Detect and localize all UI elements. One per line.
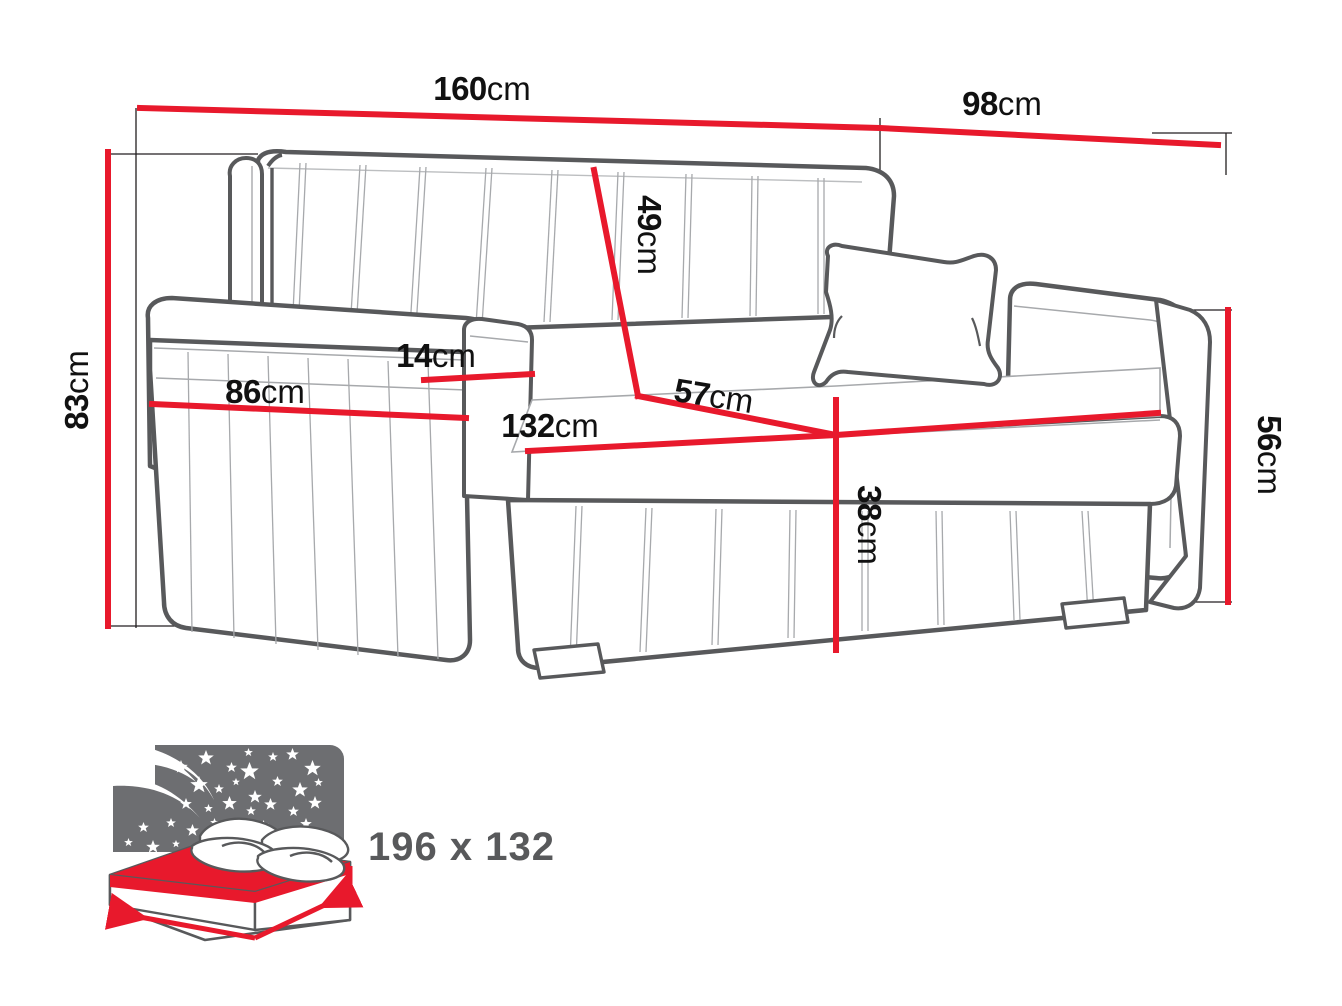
label-132cm: 132cm (501, 407, 599, 444)
label-86cm-value: 86 (225, 373, 261, 410)
mattress-dimension-arrows (104, 866, 364, 941)
label-160cm-value: 160 (433, 70, 487, 107)
label-14cm-value: 14 (396, 337, 433, 374)
label-49cm: 49cm (631, 195, 668, 275)
sleeping-area-icon: 196 x 132 (104, 745, 555, 942)
armrest-left-cap-seam (469, 335, 529, 343)
backrest-top-seam (267, 167, 863, 183)
label-56cm-value: 56 (1251, 415, 1288, 451)
label-132cm-value: 132 (501, 407, 555, 444)
label-49cm-value: 49 (631, 195, 668, 231)
label-160cm-unit: cm (487, 70, 531, 107)
label-49cm-unit: cm (631, 231, 668, 275)
label-38cm: 38cm (851, 485, 888, 565)
backrest-left-flap (227, 156, 264, 314)
pillow-fold-right (971, 317, 982, 347)
label-83cm-unit: cm (58, 350, 95, 394)
label-98cm: 98cm (962, 85, 1042, 122)
label-56cm: 56cm (1251, 415, 1288, 495)
label-98cm-value: 98 (962, 85, 998, 122)
sofa-illustration (145, 149, 1212, 680)
label-86cm: 86cm (225, 373, 305, 410)
sofa-leg-right (1060, 596, 1130, 630)
pillow-crease-right (289, 851, 333, 863)
mattress-red-front-strip (110, 875, 255, 903)
pillow-fold-left (832, 315, 843, 339)
label-38cm-unit: cm (851, 521, 888, 565)
label-86cm-unit: cm (261, 373, 305, 410)
decorative-pillow (811, 242, 1003, 388)
label-57cm-unit: cm (707, 377, 756, 420)
night-sky-panel-lower (113, 785, 155, 852)
sofa-armrest-left-front-cap (462, 316, 534, 502)
left-side-panel-top-seam (153, 347, 465, 361)
label-57cm-value: 57 (672, 371, 713, 413)
dimension-labels: 160cm 98cm 83cm 56cm 49cm 14cm 86cm 132c… (58, 70, 1288, 565)
dimline-160-98 (136, 104, 1222, 149)
sofa-front-base (505, 497, 1153, 671)
night-sky-panel (155, 745, 344, 852)
pillow-crease-left (221, 841, 265, 853)
mattress-arrow-length (253, 873, 364, 941)
label-83cm-value: 83 (58, 394, 95, 430)
label-56cm-unit: cm (1251, 451, 1288, 495)
dimline-132 (524, 431, 840, 455)
dimline-86 (148, 400, 470, 422)
front-base-pleats (569, 505, 1095, 661)
mattress-arrow-width (104, 892, 256, 941)
left-side-panel-mid-seam (155, 377, 467, 391)
label-132cm-unit: cm (555, 407, 599, 444)
label-83cm: 83cm (58, 350, 95, 430)
dimline-49 (590, 166, 642, 400)
dimline-14 (420, 370, 536, 384)
sofa-leg-left (532, 642, 606, 680)
left-side-panel-pleats (187, 351, 439, 660)
label-98cm-unit: cm (998, 85, 1042, 122)
dimline-seat-right (832, 409, 1162, 439)
moon-swoosh (113, 777, 200, 818)
dimension-lines (105, 104, 1231, 653)
dimline-57 (634, 392, 840, 439)
label-57cm: 57cm (672, 371, 757, 420)
sleeping-area-label: 196 x 132 (368, 825, 555, 869)
label-14cm: 14cm (396, 337, 476, 374)
label-14cm-unit: cm (432, 337, 476, 374)
crescent-moon-icon (155, 745, 214, 800)
label-160cm: 160cm (433, 70, 531, 107)
backrest-left-flap-seam-b (266, 153, 283, 168)
label-38cm-value: 38 (851, 485, 888, 521)
